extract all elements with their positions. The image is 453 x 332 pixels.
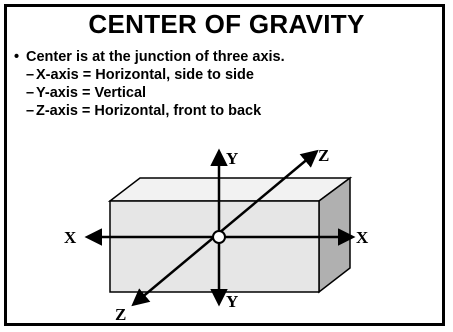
bullet-text: Center is at the junction of three axis.	[26, 49, 285, 65]
dash-icon: –	[26, 67, 35, 83]
x-axis-label-right: X	[356, 228, 369, 247]
sub-item-text: Y-axis = Vertical	[36, 85, 147, 101]
dash-icon: –	[26, 85, 35, 101]
box-front-face	[109, 200, 320, 293]
sub-item-x-axis: –X-axis = Horizontal, side to side	[26, 66, 254, 84]
sub-item-text: X-axis = Horizontal, side to side	[36, 67, 254, 83]
z-axis-label-bottom: Z	[115, 305, 126, 324]
slide-title: CENTER OF GRAVITY	[88, 9, 365, 39]
z-axis-line	[131, 149, 319, 307]
sub-item-y-axis: –Y-axis = Vertical	[26, 84, 146, 102]
box-top-face	[107, 177, 353, 202]
sub-item-z-axis: –Z-axis = Horizontal, front to back	[26, 102, 261, 120]
dash-icon: –	[26, 103, 35, 119]
center-of-gravity-point	[212, 230, 226, 244]
x-axis-label-left: X	[64, 228, 77, 247]
y-axis-label-top: Y	[226, 149, 238, 168]
y-axis-label-bottom: Y	[226, 292, 238, 311]
bullet-dot-icon: •	[14, 49, 20, 65]
z-axis-label-top: Z	[318, 146, 329, 165]
sub-item-text: Z-axis = Horizontal, front to back	[36, 103, 262, 119]
bullet-item: • Center is at the junction of three axis…	[14, 48, 285, 66]
